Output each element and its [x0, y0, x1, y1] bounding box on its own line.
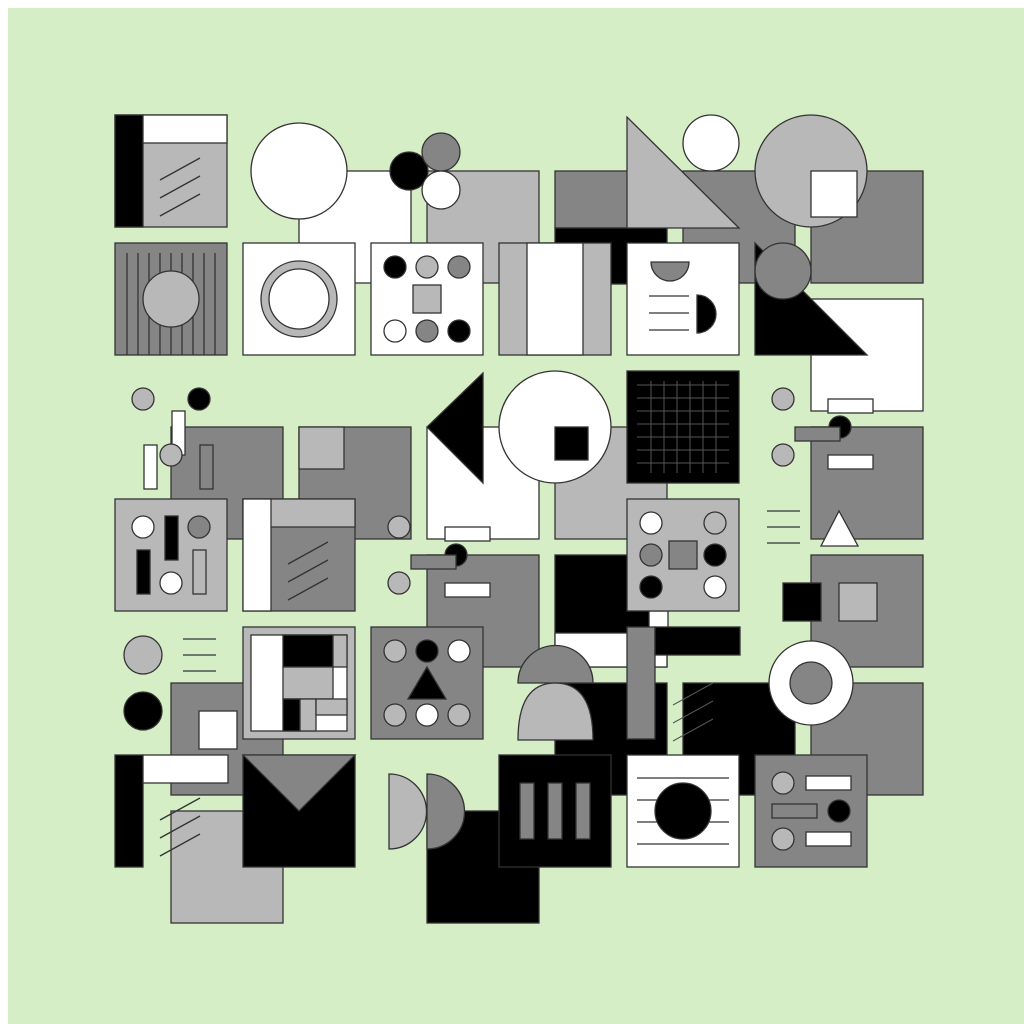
- black-square: [554, 426, 589, 461]
- lines: [183, 638, 216, 672]
- lines: [767, 510, 800, 544]
- lightgray-square: [838, 582, 878, 622]
- gray-triangle: [626, 115, 741, 229]
- gray-bar: [794, 426, 841, 442]
- black-square: [782, 582, 822, 622]
- white-square: [198, 710, 238, 750]
- black-dot: [389, 151, 429, 191]
- tile-sun: [626, 754, 740, 868]
- white-square: [810, 170, 858, 218]
- tile-r1c1: [114, 114, 228, 228]
- tile-striped-circle: [114, 242, 228, 356]
- lightgray-dome: [517, 682, 594, 741]
- tile-controls: [754, 754, 868, 868]
- dot: [387, 571, 411, 595]
- white-bar: [444, 582, 491, 598]
- lightgray-half-circle: [388, 773, 428, 850]
- dot: [771, 443, 795, 467]
- dot: [159, 443, 183, 467]
- gray-semicircle: [517, 644, 594, 684]
- tile-document: [626, 242, 740, 356]
- dot: [123, 635, 163, 675]
- dot: [387, 515, 411, 539]
- gray-dot: [421, 132, 461, 172]
- tile-six-dots: [626, 498, 740, 612]
- tile-bars: [498, 754, 612, 868]
- gray-bar: [410, 554, 457, 570]
- dot: [131, 387, 155, 411]
- gray-bar: [199, 444, 214, 490]
- gray-circle: [789, 661, 833, 705]
- white-bar: [143, 444, 158, 490]
- white-bar: [142, 754, 229, 784]
- white-circle: [250, 122, 348, 220]
- dot: [187, 387, 211, 411]
- tile-grid: [626, 370, 740, 484]
- dot: [771, 387, 795, 411]
- white-bar: [827, 454, 874, 470]
- gray-circle: [754, 242, 812, 300]
- black-bar: [114, 754, 144, 868]
- black-triangle: [426, 371, 484, 485]
- white-bar: [444, 526, 491, 542]
- tile-envelope: [241, 754, 357, 868]
- black-bar: [654, 626, 741, 656]
- tile-panel: [242, 498, 356, 612]
- gray-half-circle: [426, 773, 466, 850]
- tile-dots-bars: [114, 498, 228, 612]
- white-triangle: [819, 509, 860, 547]
- tile-dots: [370, 242, 484, 356]
- tile-mondrian: [242, 626, 356, 740]
- gray-bar: [626, 626, 656, 740]
- white-circle-small: [682, 114, 740, 172]
- white-dot: [421, 170, 461, 210]
- white-bar: [827, 398, 874, 414]
- tile-stripes: [498, 242, 612, 356]
- lines: [159, 797, 201, 857]
- lines: [672, 682, 714, 742]
- tile-ring: [242, 242, 356, 356]
- tile-triangle-dots: [370, 626, 484, 740]
- dot: [123, 691, 163, 731]
